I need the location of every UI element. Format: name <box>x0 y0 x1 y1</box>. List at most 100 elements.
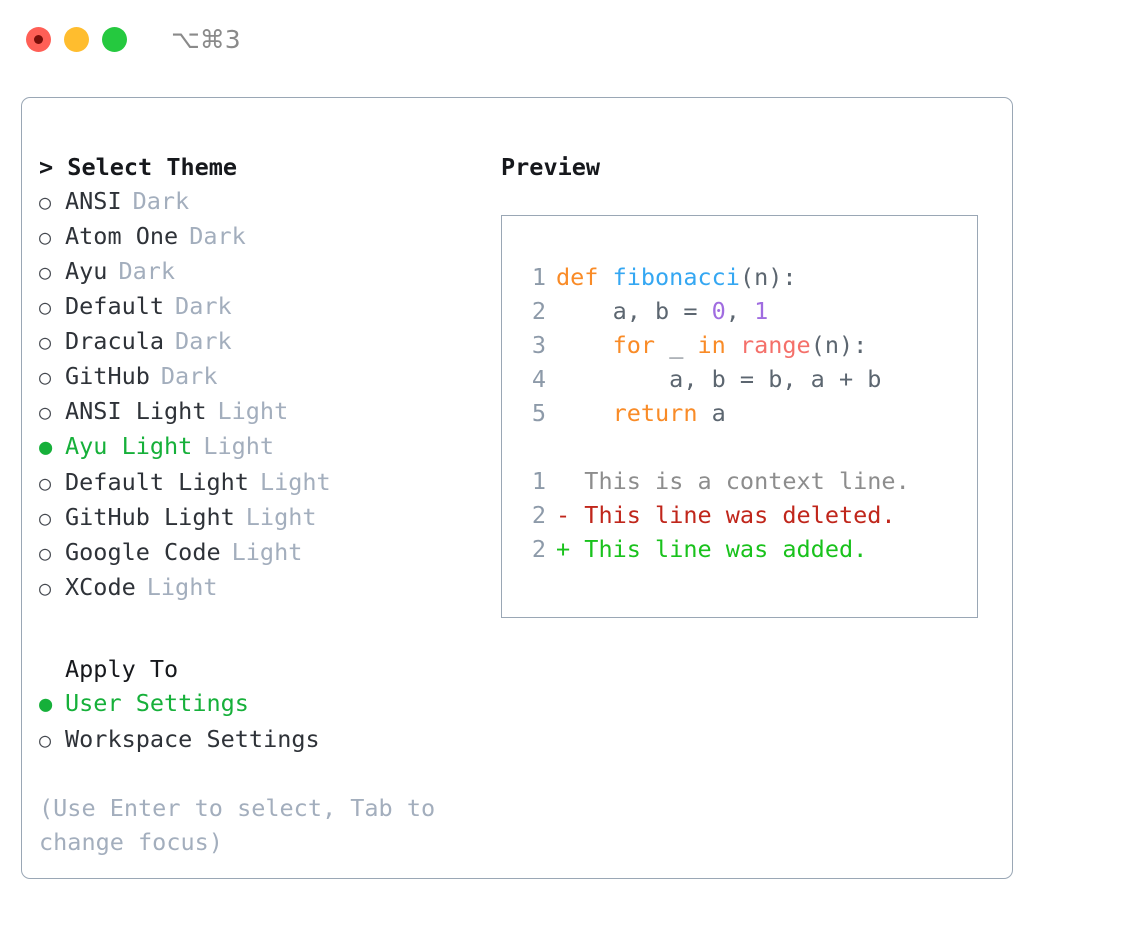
code-line: 3 for _ in range(n): <box>516 328 977 362</box>
theme-variant-tag: Dark <box>132 187 190 215</box>
keyboard-shortcut-label: ⌥⌘3 <box>171 24 241 54</box>
code-line: 4 a, b = b, a + b <box>516 362 977 396</box>
radio-unselected-icon[interactable]: ○ <box>39 728 52 752</box>
theme-option[interactable]: ○ GitHub Light Light <box>39 500 489 535</box>
code-token: def <box>556 263 613 291</box>
apply-to-list: ● User Settings ○ Workspace Settings <box>39 686 489 757</box>
preview-heading: Preview <box>501 153 601 181</box>
code-token: (n): <box>739 263 797 291</box>
theme-variant-tag: Light <box>217 397 289 425</box>
code-token: , <box>725 297 755 325</box>
radio-unselected-icon[interactable]: ○ <box>39 295 52 319</box>
theme-option[interactable]: ○ XCode Light <box>39 570 489 605</box>
code-line: 2 a, b = 0, 1 <box>516 294 977 328</box>
diff-text: This line was deleted. <box>570 501 896 529</box>
code-token: a, b = <box>556 297 712 325</box>
theme-variant-tag: Light <box>203 432 275 460</box>
code-token: return <box>556 399 712 427</box>
code-token: fibonacci <box>612 263 740 291</box>
maximize-dot-icon[interactable] <box>102 26 127 52</box>
diff-line: 2+ This line was added. <box>516 532 977 566</box>
theme-variant-tag: Dark <box>175 327 232 355</box>
apply-to-option[interactable]: ○ Workspace Settings <box>39 722 489 757</box>
theme-option[interactable]: ○ Default Light Light <box>39 465 489 500</box>
theme-variant-tag: Light <box>245 503 317 531</box>
theme-option-label: Default Light <box>65 468 249 496</box>
theme-option-label: Default <box>65 292 165 320</box>
theme-option-label: ANSI <box>65 187 122 215</box>
window-titlebar: ⌥⌘3 <box>0 0 1140 78</box>
apply-to-option-label: Workspace Settings <box>65 725 320 753</box>
select-theme-heading: > Select Theme <box>39 153 238 181</box>
code-token: 0 <box>711 297 726 325</box>
code-token: for <box>556 331 670 359</box>
theme-option[interactable]: ○ ANSI Dark <box>39 184 489 219</box>
theme-option-label: GitHub Light <box>65 503 235 531</box>
theme-variant-tag: Light <box>259 468 331 496</box>
theme-variant-tag: Dark <box>175 292 232 320</box>
diff-line-number: 2 <box>531 501 546 529</box>
code-line-number: 2 <box>531 297 546 325</box>
diff-line: 2- This line was deleted. <box>516 498 977 532</box>
code-token: 1 <box>754 297 769 325</box>
theme-option[interactable]: ○ Default Dark <box>39 289 489 324</box>
code-token: a <box>711 399 726 427</box>
theme-variant-tag: Light <box>146 573 218 601</box>
theme-option-label: Ayu <box>65 257 108 285</box>
code-token: in <box>697 331 740 359</box>
code-token: (n): <box>810 331 868 359</box>
code-line-number: 1 <box>531 263 546 291</box>
radio-unselected-icon[interactable]: ○ <box>39 400 52 424</box>
diff-line-number: 2 <box>531 535 546 563</box>
theme-variant-tag: Dark <box>160 362 218 390</box>
radio-unselected-icon[interactable]: ○ <box>39 506 52 530</box>
keyboard-hint-text: (Use Enter to select, Tab to change focu… <box>39 794 436 856</box>
radio-selected-icon[interactable]: ● <box>39 692 53 717</box>
code-token: _ <box>669 331 698 359</box>
radio-unselected-icon[interactable]: ○ <box>39 576 52 600</box>
hint-spacer <box>39 757 489 791</box>
theme-option-label: Dracula <box>65 327 165 355</box>
theme-option[interactable]: ● Ayu Light Light <box>39 429 489 465</box>
radio-unselected-icon[interactable]: ○ <box>39 330 52 354</box>
radio-unselected-icon[interactable]: ○ <box>39 471 52 495</box>
theme-option-label: XCode <box>65 573 136 601</box>
theme-option-label: Ayu Light <box>65 432 193 460</box>
radio-unselected-icon[interactable]: ○ <box>39 365 52 389</box>
diff-text: This is a context line. <box>570 467 910 495</box>
diff-marker: - <box>556 501 571 529</box>
theme-option-label: GitHub <box>65 362 150 390</box>
theme-option[interactable]: ○ Dracula Dark <box>39 324 489 359</box>
theme-option-label: Atom One <box>65 222 179 250</box>
code-token: a, b = b, a + b <box>556 365 882 393</box>
theme-option-label: ANSI Light <box>65 397 207 425</box>
theme-variant-tag: Dark <box>118 257 176 285</box>
radio-selected-icon[interactable]: ● <box>39 435 53 460</box>
radio-unselected-icon[interactable]: ○ <box>39 260 52 284</box>
theme-option[interactable]: ○ ANSI Light Light <box>39 394 489 429</box>
list-spacer <box>39 605 489 652</box>
apply-to-option-label: User Settings <box>65 689 249 717</box>
radio-unselected-icon[interactable]: ○ <box>39 225 52 249</box>
theme-option[interactable]: ○ Ayu Dark <box>39 254 489 289</box>
close-dot-icon[interactable] <box>26 26 51 52</box>
radio-unselected-icon[interactable]: ○ <box>39 190 52 214</box>
minimize-dot-icon[interactable] <box>64 26 89 52</box>
apply-to-option[interactable]: ● User Settings <box>39 686 489 722</box>
recording-indicator-icon <box>34 34 43 44</box>
diff-sample: 1 This is a context line.2- This line wa… <box>516 464 977 566</box>
code-line-number: 5 <box>531 399 546 427</box>
theme-option[interactable]: ○ GitHub Dark <box>39 359 489 394</box>
code-line: 1 def fibonacci(n): <box>516 260 977 294</box>
code-diff-gap <box>516 430 977 464</box>
theme-variant-tag: Light <box>231 538 303 566</box>
radio-unselected-icon[interactable]: ○ <box>39 541 52 565</box>
